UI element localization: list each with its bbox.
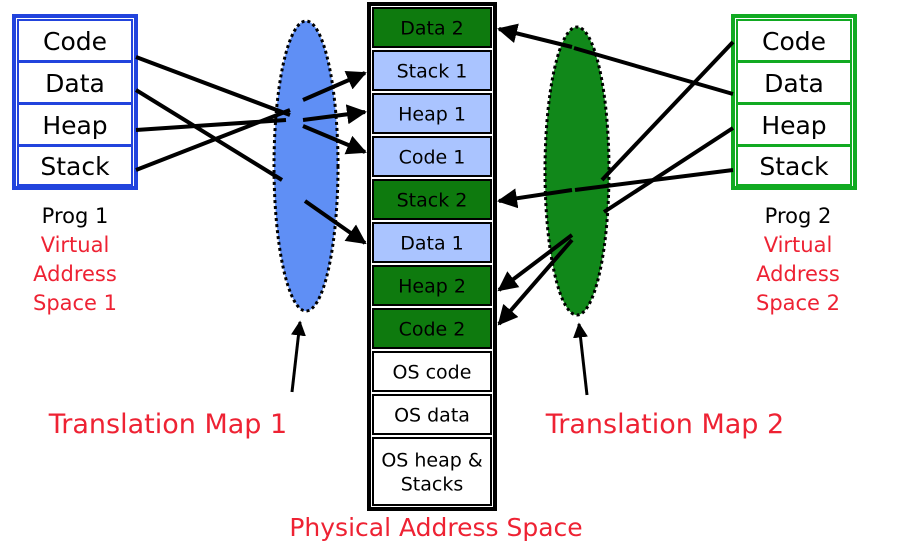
- physical-cell-label-stack-1: Stack 1: [397, 61, 468, 83]
- prog2-data-label: Data: [764, 69, 824, 98]
- prog2-code-label: Code: [762, 27, 826, 56]
- translation-map-2-label: Translation Map 2: [545, 409, 784, 440]
- physical-cell-label-os-heap-stacks-2: Stacks: [401, 474, 464, 496]
- prog1-segment-heap: [17, 103, 133, 146]
- prog2-name: Prog 2: [765, 204, 832, 228]
- physical-cell-stack-1: [372, 50, 492, 91]
- prog1-space-line-3: Space 1: [33, 291, 117, 315]
- physical-cell-label-os-heap-stacks-1: OS heap &: [381, 450, 483, 472]
- physical-cell-label-data-2: Data 2: [400, 18, 464, 40]
- prog1-data-label: Data: [45, 69, 105, 98]
- arrow-to-stack-1: [302, 71, 367, 102]
- physical-cell-os-data: [372, 394, 492, 435]
- prog2-stack-label: Stack: [759, 152, 829, 181]
- prog2-mapping-lines: [573, 40, 735, 214]
- prog1-segment-code: [17, 19, 133, 62]
- physical-cells: Data 2 Stack 1 Heap 1 Code 1 Stack 2 Data 1 He…: [372, 7, 492, 506]
- arrow-to-code-1: [302, 124, 367, 155]
- prog1-segment-stack: [17, 145, 133, 186]
- prog1-mapping-lines: [134, 55, 291, 182]
- pointer-to-map-2: [573, 322, 589, 396]
- line-prog2-heap: [602, 126, 735, 214]
- physical-cell-label-code-1: Code 1: [399, 147, 466, 169]
- arrow-to-heap-2: [497, 233, 574, 292]
- physical-address-space: Data 2 Stack 1 Heap 1 Code 1 Stack 2 Data 1 He…: [367, 2, 497, 511]
- physical-cell-label-os-data: OS data: [394, 405, 470, 427]
- physical-cell-data-2: [372, 7, 492, 48]
- physical-cell-code-1: [372, 136, 492, 177]
- physical-cell-code-2: [372, 308, 492, 349]
- arrow-to-data-1: [303, 199, 367, 245]
- physical-cell-heap-1: [372, 93, 492, 134]
- physical-cell-label-os-code: OS code: [393, 362, 472, 384]
- prog2-virtual-space: Code Data Heap Stack: [731, 14, 857, 190]
- prog1-space-line-2: Address: [33, 262, 117, 286]
- prog2-heap-label: Heap: [761, 111, 826, 140]
- prog2-space-line-3: Space 2: [756, 291, 840, 315]
- arrow-to-heap-1: [302, 104, 367, 125]
- line-prog2-stack: [574, 168, 734, 192]
- physical-cell-stack-2: [372, 179, 492, 220]
- translation-map-2-ellipse: [543, 25, 611, 317]
- prog1-heap-label: Heap: [42, 111, 107, 140]
- arrow-to-code-2: [497, 238, 574, 326]
- physical-cell-os-heap-stacks: [372, 437, 492, 506]
- prog2-space-line-2: Address: [756, 262, 840, 286]
- physical-cell-label-heap-2: Heap 2: [398, 276, 466, 298]
- prog2-segment-stack: [736, 145, 852, 186]
- line-prog1-code: [135, 55, 291, 117]
- translation-map-1-label: Translation Map 1: [48, 409, 287, 440]
- physical-cell-label-code-2: Code 2: [399, 319, 466, 341]
- prog1-space-line-1: Virtual: [41, 233, 110, 257]
- line-prog2-data: [573, 46, 734, 96]
- line-prog1-data: [134, 88, 284, 182]
- physical-cell-label-stack-2: Stack 2: [397, 190, 468, 212]
- physical-cell-os-code: [372, 351, 492, 392]
- prog2-segment-data: [736, 61, 852, 104]
- line-prog2-code: [600, 40, 735, 182]
- map2-arrows: [497, 23, 574, 326]
- map1-arrows: [302, 71, 367, 245]
- physical-cell-heap-2: [372, 265, 492, 306]
- physical-cell-label-heap-1: Heap 1: [398, 104, 466, 126]
- prog2-space-line-1: Virtual: [764, 233, 833, 257]
- prog1-stack-label: Stack: [40, 152, 110, 181]
- arrow-to-stack-2: [497, 188, 573, 209]
- pointer-to-map-1: [290, 320, 306, 393]
- arrow-to-data-2: [497, 23, 573, 49]
- translation-map-1-ellipse: [272, 19, 340, 313]
- prog1-code-label: Code: [43, 27, 107, 56]
- physical-address-space-label: Physical Address Space: [289, 513, 582, 542]
- prog1-name: Prog 1: [42, 204, 109, 228]
- physical-cell-data-1: [372, 222, 492, 263]
- line-prog1-stack: [135, 108, 291, 172]
- physical-cell-label-data-1: Data 1: [400, 233, 464, 255]
- prog1-virtual-space: Code Data Heap Stack: [12, 14, 138, 190]
